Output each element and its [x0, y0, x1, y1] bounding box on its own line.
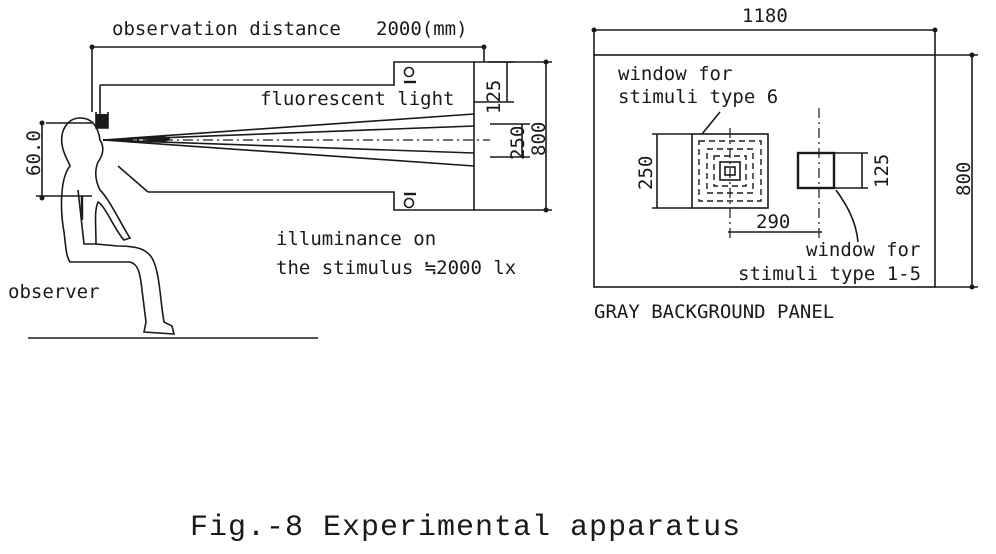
dimension-tick — [39, 120, 45, 126]
window-type6-leader — [701, 111, 721, 135]
observer-figure-icon — [60, 117, 176, 335]
dimension-tick — [543, 59, 549, 65]
sight-line — [102, 139, 475, 167]
dimension-tick — [89, 44, 95, 50]
dim-125-left: 125 — [483, 80, 505, 114]
dimension-tick — [969, 284, 975, 290]
dim-125-right: 125 — [871, 154, 893, 188]
observation-distance-label: observation distance — [112, 18, 341, 40]
sight-line — [102, 113, 475, 141]
window-type6-label-line2: stimuli type 6 — [618, 86, 778, 108]
window-type1-5 — [796, 151, 836, 190]
dimension-tick — [543, 207, 549, 213]
side-view: observation distance 2000(mm) fluorescen… — [8, 18, 552, 339]
dim-1180: 1180 — [742, 5, 788, 27]
window-type1-5-leader — [835, 189, 859, 243]
sight-line — [102, 139, 475, 154]
observer-label: observer — [8, 281, 100, 303]
window-type1-5-label-line2: stimuli type 1-5 — [738, 263, 921, 285]
dimension-tick — [591, 27, 597, 33]
dimension-tick — [969, 52, 975, 58]
illuminance-label-line2: the stimulus ≒2000 lx — [276, 257, 516, 279]
observation-distance-value: 2000(mm) — [376, 18, 468, 40]
lamp-top-icon — [403, 66, 415, 78]
background-panel-view: 1180 800 window for stimuli type 6 250 — [591, 5, 978, 323]
dim-800-left: 800 — [528, 122, 550, 156]
dim-290: 290 — [756, 211, 790, 233]
eye-beam-icon — [146, 136, 170, 142]
chin-rest — [96, 114, 108, 128]
dimension-tick — [481, 44, 487, 50]
fluorescent-light-label: fluorescent light — [260, 88, 454, 110]
lamp-bottom-icon — [403, 197, 415, 209]
figure-caption: Fig.-8 Experimental apparatus — [190, 511, 741, 545]
stimulus-outline — [698, 140, 762, 202]
dim-250-right: 250 — [635, 156, 657, 190]
booth-lower-edge — [117, 165, 149, 193]
dimension-tick — [39, 195, 45, 201]
dimension-tick — [932, 27, 938, 33]
window-type6-label-line1: window for — [618, 63, 732, 85]
gray-background-panel — [593, 54, 936, 288]
dim-800-right: 800 — [953, 162, 975, 196]
panel-caption: GRAY BACKGROUND PANEL — [594, 301, 834, 323]
observer-arm — [77, 189, 96, 245]
dim-600: 60.0 — [23, 130, 45, 176]
dim-250-left: 250 — [507, 126, 529, 160]
illuminance-label-line1: illuminance on — [276, 228, 436, 250]
window-type1-5-label-line1: window for — [806, 239, 920, 261]
